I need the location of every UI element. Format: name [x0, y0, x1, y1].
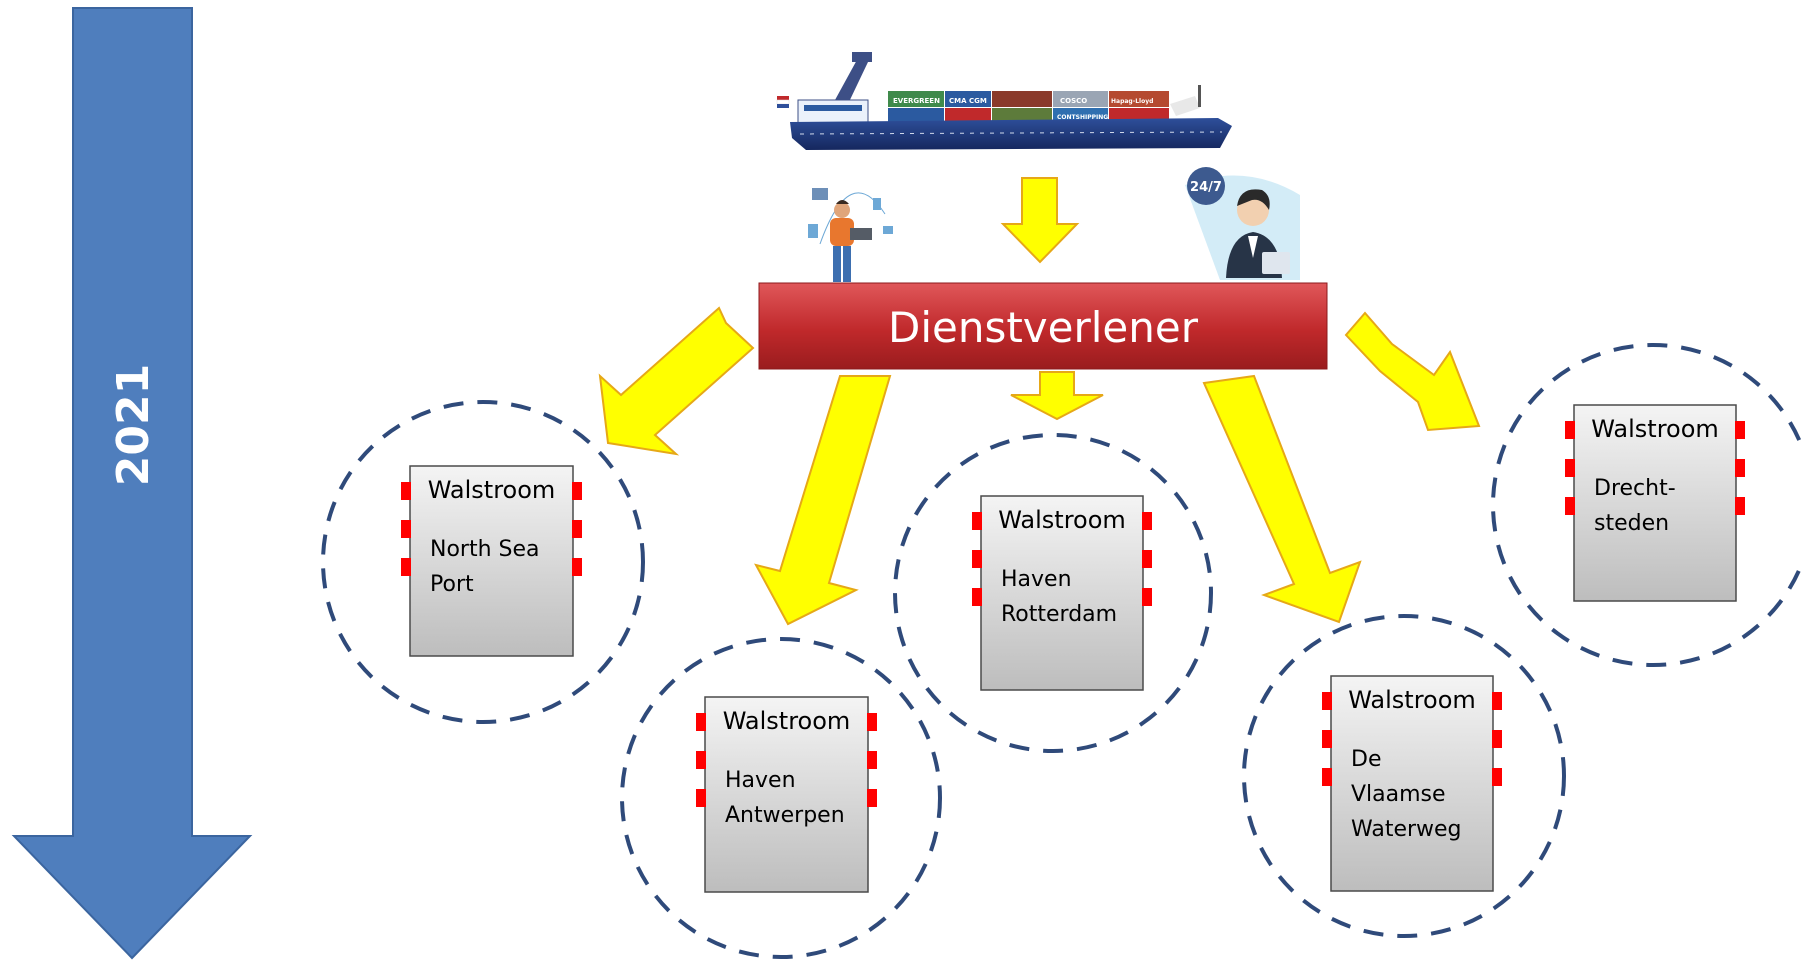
node-boundary-circle: [321, 400, 645, 724]
arrow-to-de-vlaamse-waterweg: [1202, 374, 1362, 624]
support-badge: 24/7: [1190, 180, 1222, 195]
connector-tab: [1142, 550, 1152, 568]
walstroom-title: Walstroom: [723, 707, 851, 735]
connector-tab: [867, 789, 877, 807]
ship-illustration: EVERGREEN CMA CGM COSCO Hapag-Lloyd CONT…: [776, 52, 1232, 150]
port-name-line: steden: [1594, 511, 1669, 536]
connector-tab: [1322, 768, 1332, 786]
walstroom-title: Walstroom: [428, 476, 556, 504]
port-name-line: Haven: [725, 768, 796, 793]
timeline-year-label: 2021: [108, 364, 159, 486]
connector-tab: [1322, 692, 1332, 710]
connector-tab: [401, 520, 411, 538]
port-name-line: Vlaamse: [1351, 782, 1446, 807]
connector-tab: [1735, 421, 1745, 439]
connector-tab: [972, 588, 982, 606]
connector-tab: [696, 751, 706, 769]
port-name-line: De: [1351, 747, 1381, 772]
connector-tab: [1492, 692, 1502, 710]
port-name-line: Antwerpen: [725, 803, 845, 828]
connector-tab: [572, 520, 582, 538]
container-label-1: EVERGREEN: [893, 97, 940, 105]
walstroom-box: [1573, 404, 1737, 602]
walstroom-box: [409, 465, 574, 657]
ship-to-provider-arrow: [1000, 177, 1080, 264]
port-name-line: Drecht-: [1594, 476, 1676, 501]
connector-tab: [572, 558, 582, 576]
port-name-line: Waterweg: [1351, 817, 1462, 842]
walstroom-box: [980, 495, 1144, 691]
walstroom-title: Walstroom: [1591, 415, 1719, 443]
connector-tab: [1492, 768, 1502, 786]
connector-tab: [972, 512, 982, 530]
connector-tab: [1565, 421, 1575, 439]
container-label-5: CONTSHIPPING: [1057, 114, 1108, 121]
service-provider-box: Dienstverlener: [758, 282, 1328, 370]
connector-tab: [696, 789, 706, 807]
connector-tab: [401, 558, 411, 576]
node-boundary-circle: [1491, 343, 1802, 667]
connector-tab: [1735, 459, 1745, 477]
connector-tab: [572, 482, 582, 500]
container-label-3: COSCO: [1060, 97, 1087, 105]
node-boundary-circle: [893, 433, 1213, 753]
walstroom-title: Walstroom: [998, 506, 1126, 534]
connector-tab: [1322, 730, 1332, 748]
arrow-to-haven-antwerpen: [754, 375, 892, 626]
container-label-4: Hapag-Lloyd: [1111, 98, 1153, 105]
port-name-line: North Sea: [430, 537, 540, 562]
walstroom-title: Walstroom: [1348, 686, 1476, 714]
arrow-to-drechtsteden: [1344, 311, 1481, 432]
support-agent-illustration: 24/7: [1185, 167, 1300, 280]
port-name-line: Rotterdam: [1001, 602, 1117, 627]
connector-tab: [401, 482, 411, 500]
connector-tab: [1735, 497, 1745, 515]
connector-tab: [696, 713, 706, 731]
node-boundary-circle: [1242, 614, 1566, 938]
walstroom-box: [704, 696, 869, 893]
arrow-to-haven-rotterdam: [1010, 371, 1104, 421]
connector-tab: [1565, 497, 1575, 515]
service-provider-label: Dienstverlener: [888, 303, 1199, 352]
connector-tab: [1142, 512, 1152, 530]
connector-tab: [867, 751, 877, 769]
container-label-2: CMA CGM: [949, 97, 987, 105]
connector-tab: [867, 713, 877, 731]
connector-tab: [1142, 588, 1152, 606]
node-boundary-circle: [620, 637, 942, 959]
timeline-arrow: 2021: [11, 7, 253, 960]
arrow-to-north-sea-port: [598, 306, 755, 456]
person-devices-illustration: [808, 188, 893, 282]
port-name-line: Port: [430, 572, 474, 597]
connector-tab: [1565, 459, 1575, 477]
connector-tab: [1492, 730, 1502, 748]
connector-tab: [972, 550, 982, 568]
port-name-line: Haven: [1001, 567, 1072, 592]
